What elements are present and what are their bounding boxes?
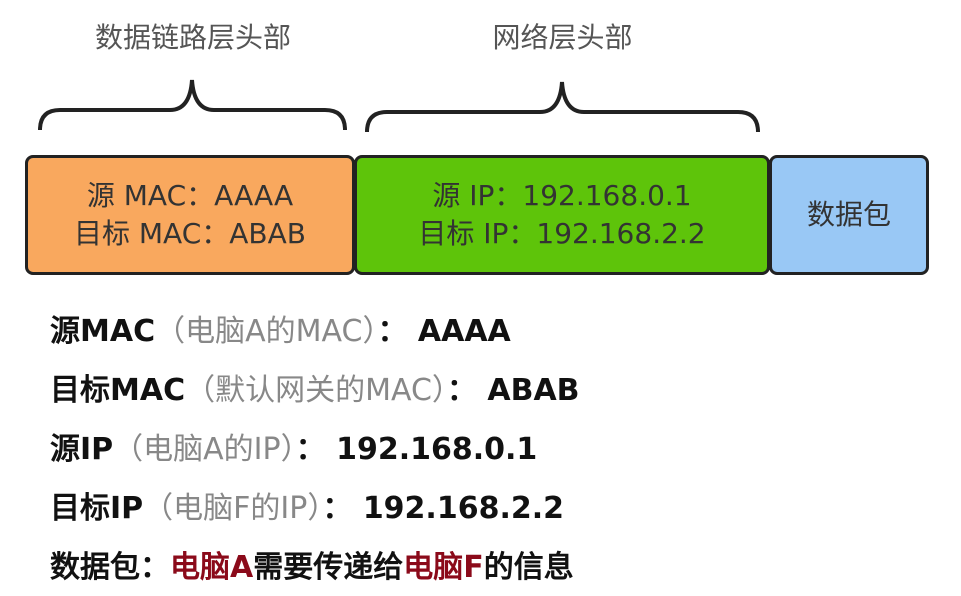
payload-label: 数据包 [806,198,891,231]
key: 数据包： [50,550,170,585]
note: （电脑A的MAC） [155,314,378,349]
note: （默认网关的MAC） [185,373,447,408]
dst-mac: 目标 MAC：ABAB [74,217,306,250]
sender: 电脑A [170,550,254,585]
src-mac-line: 源MAC（电脑A的MAC）： AAAA [50,306,511,350]
mac-header-box: 源 MAC：AAAA 目标 MAC：ABAB [25,155,355,275]
datalink-brace [38,79,347,131]
key: 源MAC [50,314,156,349]
dst-mac-line: 目标MAC（默认网关的MAC）： ABAB [50,365,580,409]
text: 的信息 [483,550,574,585]
value: ABAB [487,373,580,408]
sep: ： [295,432,326,467]
note: （电脑F的IP） [143,491,323,526]
sep: ： [377,314,408,349]
network-header-label: 网络层头部 [492,21,633,54]
value: 192.168.0.1 [336,432,538,467]
dst-ip-line: 目标IP（电脑F的IP）： 192.168.2.2 [50,483,564,527]
value: AAAA [417,314,511,349]
src-ip: 源 IP：192.168.0.1 [432,179,692,212]
key: 目标MAC [50,373,186,408]
note: （电脑A的IP） [113,432,296,467]
payload-line: 数据包：电脑A需要传递给电脑F的信息 [50,542,574,586]
src-ip-line: 源IP（电脑A的IP）： 192.168.0.1 [50,424,537,468]
value: 192.168.2.2 [362,491,564,526]
network-brace [365,81,760,133]
key: 源IP [50,432,114,467]
sep: ： [322,491,353,526]
key: 目标IP [50,491,144,526]
header-braces [38,79,760,133]
src-mac: 源 MAC：AAAA [86,179,294,212]
datalink-header-label: 数据链路层头部 [94,21,291,54]
text: 需要传递给 [253,550,404,585]
sep: ： [446,373,477,408]
payload-box: 数据包 [769,155,929,275]
dst-ip: 目标 IP：192.168.2.2 [418,217,706,250]
receiver: 电脑F [403,550,484,585]
ip-header-box: 源 IP：192.168.0.1 目标 IP：192.168.2.2 [354,155,770,275]
